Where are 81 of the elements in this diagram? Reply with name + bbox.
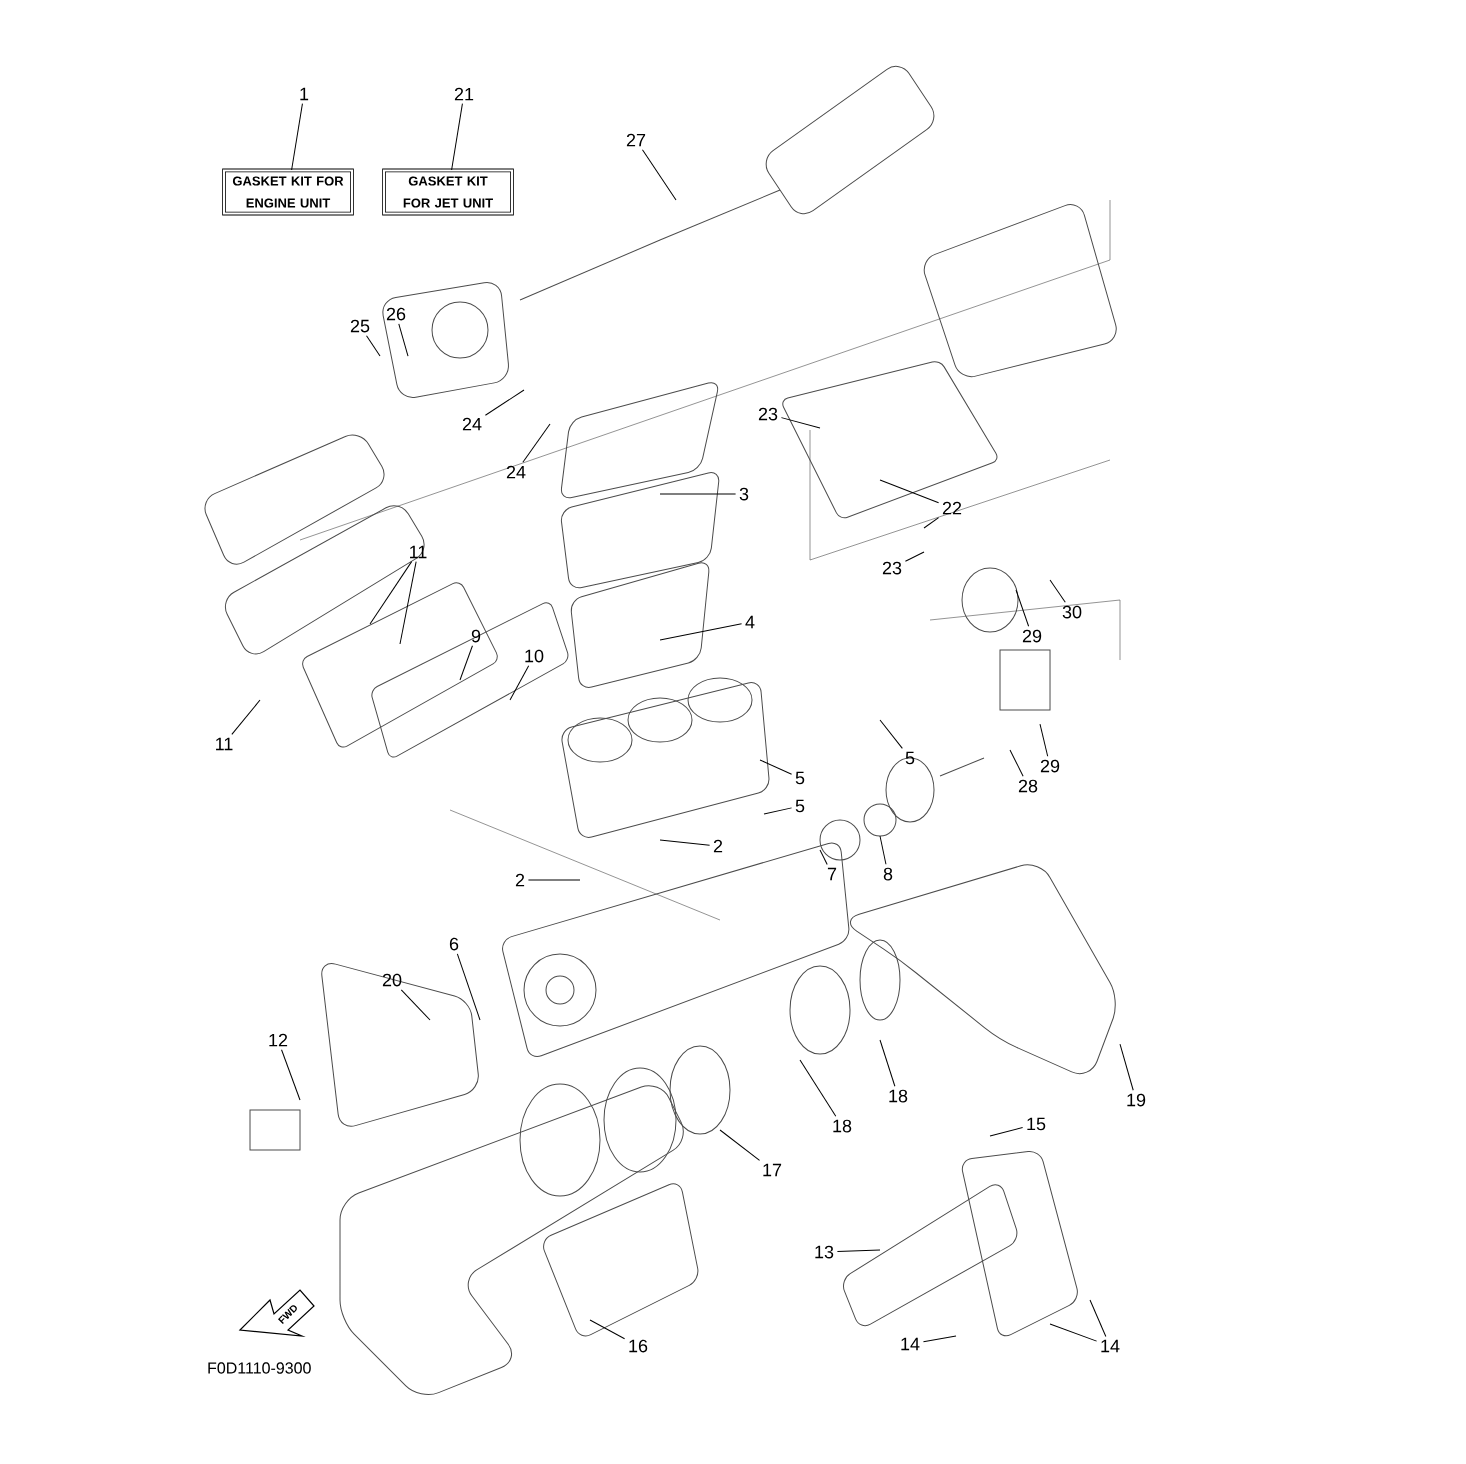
callout-number: 18 <box>833 1119 852 1133</box>
callout-number: 8 <box>883 867 893 881</box>
callout-number: 1 <box>300 87 309 101</box>
callout-number: 10 <box>525 649 544 663</box>
leader-line <box>400 989 431 1021</box>
callout-number: 13 <box>815 1245 834 1259</box>
leader-line <box>366 335 381 357</box>
callout-number: 14 <box>1101 1339 1120 1353</box>
callout-number: 22 <box>942 501 962 515</box>
callout-number: 3 <box>739 487 749 501</box>
leader-line <box>1039 723 1049 757</box>
callout-number: 12 <box>269 1033 288 1047</box>
callout-number: 5 <box>905 751 915 765</box>
leader-line <box>879 719 903 749</box>
leader-line <box>509 665 530 701</box>
callout-number: 29 <box>1022 629 1042 643</box>
leader-line <box>398 323 409 357</box>
leader-line <box>291 103 303 171</box>
callout-number: 30 <box>1062 605 1082 619</box>
callout-number: 21 <box>454 87 474 101</box>
leader-line <box>780 417 821 429</box>
callout-number: 2 <box>713 839 723 853</box>
leader-line <box>819 849 828 865</box>
callout-number: 7 <box>827 867 837 881</box>
leader-line <box>659 623 743 641</box>
callout-number: 25 <box>350 319 370 333</box>
callout-number: 15 <box>1027 1117 1046 1131</box>
leader-line <box>231 699 261 735</box>
leader-line <box>1015 589 1030 627</box>
leader-line <box>879 479 940 504</box>
leader-line <box>922 1335 957 1343</box>
callout-number: 24 <box>506 465 526 479</box>
leader-line <box>527 879 581 881</box>
callout-number: 11 <box>410 545 427 559</box>
leader-line <box>451 103 463 171</box>
drawing-code: F0D1110-9300 <box>208 1362 311 1374</box>
callout-number: 29 <box>1040 759 1060 773</box>
leader-line <box>281 1049 301 1101</box>
leader-line <box>904 551 925 562</box>
callout-number: 6 <box>449 937 459 951</box>
leader-line <box>836 1249 881 1253</box>
leader-line <box>459 645 473 681</box>
callout-number: 23 <box>882 561 902 575</box>
leader-line <box>641 149 677 201</box>
callout-number: 4 <box>745 615 755 629</box>
callout-number: 9 <box>471 629 481 643</box>
leader-line <box>399 561 417 645</box>
callout-number: 26 <box>386 307 406 321</box>
leader-line <box>369 561 413 625</box>
leader-line <box>989 1127 1024 1137</box>
callout-number: 11 <box>216 737 233 751</box>
leader-line <box>659 839 711 846</box>
callout-number: 5 <box>795 799 805 813</box>
leader-line <box>1049 579 1066 603</box>
callout-number: 27 <box>626 133 646 147</box>
callout-number: 18 <box>889 1089 908 1103</box>
leader-line <box>879 835 887 865</box>
callout-number: 14 <box>901 1337 920 1351</box>
leader-line <box>923 517 940 529</box>
callout-number: 24 <box>462 417 482 431</box>
callout-number: 28 <box>1018 779 1038 793</box>
leader-line <box>522 423 551 463</box>
callout-number: 17 <box>763 1163 782 1177</box>
leader-line <box>719 1129 761 1161</box>
leader-line <box>1009 749 1024 777</box>
leader-line <box>1089 1299 1107 1337</box>
callout-number: 5 <box>795 771 805 785</box>
callout-number: 2 <box>515 873 525 887</box>
leader-line <box>879 1039 896 1087</box>
leader-line <box>799 1059 837 1117</box>
callout-number: 23 <box>758 407 778 421</box>
leader-line <box>456 953 481 1021</box>
callout-number: 20 <box>382 973 402 987</box>
leader-line <box>759 759 793 775</box>
callout-number: 16 <box>629 1339 648 1353</box>
leader-line <box>1049 1323 1098 1342</box>
callout-number: 19 <box>1127 1093 1146 1107</box>
leader-line <box>484 389 525 416</box>
leader-line <box>1119 1043 1134 1091</box>
leader-line <box>763 807 793 815</box>
leader-line <box>589 1319 626 1340</box>
